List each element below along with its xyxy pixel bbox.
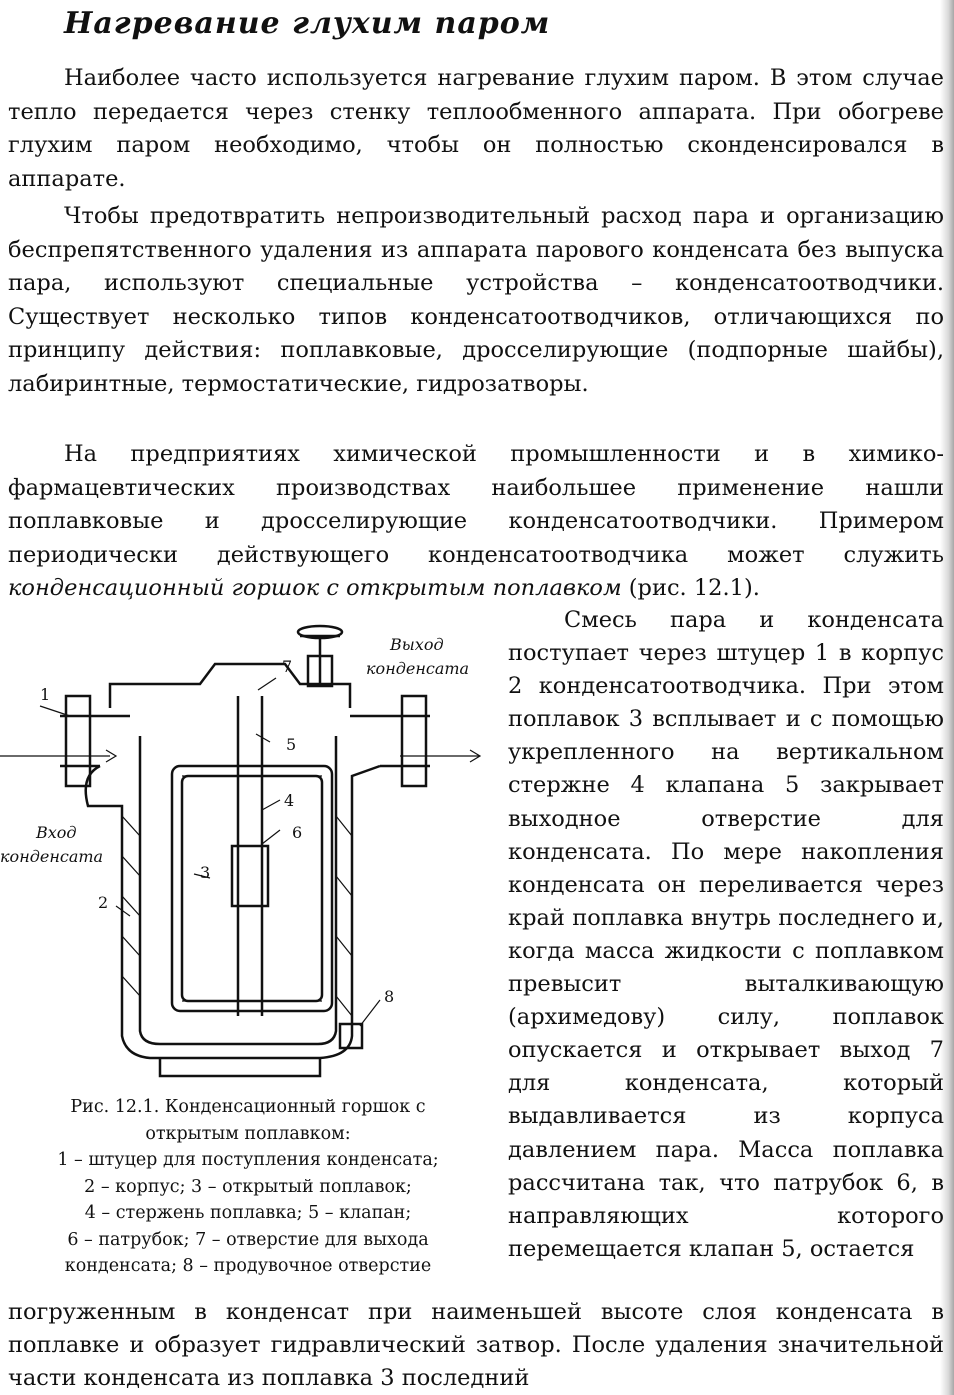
number-1: 1 bbox=[40, 685, 50, 704]
rod bbox=[236, 696, 264, 1016]
inlet-flange bbox=[64, 694, 92, 788]
inlet-pipe bbox=[60, 714, 130, 768]
float-edge bbox=[182, 775, 322, 1002]
guide-tube bbox=[230, 844, 270, 908]
number-7: 7 bbox=[282, 657, 292, 676]
leader-3 bbox=[193, 873, 211, 879]
number-4: 4 bbox=[284, 791, 294, 810]
outlet-flange bbox=[400, 694, 428, 788]
number-8: 8 bbox=[384, 987, 394, 1006]
valve-stem bbox=[300, 634, 340, 686]
wall-hatching bbox=[121, 815, 353, 1017]
paragraph-condensate-traps: Чтобы предотвратить непроизводительный р… bbox=[8, 203, 944, 397]
scan-edge-shadow bbox=[940, 0, 954, 1395]
caption-legend-line4: 2 – корпус; 3 – открытый поплавок; bbox=[84, 1176, 412, 1197]
leader-1 bbox=[39, 705, 71, 717]
paragraph-intro: Наиболее часто используется нагревание г… bbox=[8, 65, 944, 192]
leader-5 bbox=[255, 733, 271, 743]
condensate-trap-diagram: Выход конденсата Вход конденсата 1 2 3 4… bbox=[0, 624, 482, 1078]
italic-term: конденсационный горшок с открытым поплав… bbox=[8, 575, 622, 601]
caption-legend-line7: конденсата; 8 – продувочное отверстие bbox=[64, 1256, 432, 1276]
outlet-label-2: конденсата bbox=[366, 659, 469, 678]
figure-reference: (рис. 12.1). bbox=[621, 575, 760, 601]
inlet-arrow bbox=[0, 749, 118, 763]
caption-title-line2: открытым поплавком: bbox=[145, 1123, 351, 1144]
paragraph-industry-usage: На предприятиях химической промышленност… bbox=[8, 438, 944, 606]
body-inner bbox=[138, 736, 338, 1046]
figure-caption: Рис. 12.1. Конденсационный горшок с откр… bbox=[0, 1094, 496, 1280]
leader-6 bbox=[261, 829, 281, 845]
lid-outline bbox=[108, 662, 352, 708]
number-6: 6 bbox=[292, 823, 302, 842]
body-base bbox=[158, 1058, 322, 1078]
caption-title-line1: Рис. 12.1. Конденсационный горшок с bbox=[70, 1097, 426, 1117]
valve-body bbox=[306, 654, 334, 688]
valve-wheel bbox=[296, 624, 344, 640]
number-3: 3 bbox=[200, 863, 210, 882]
caption-legend-line6: 6 – патрубок; 7 – отверстие для выхода bbox=[67, 1229, 429, 1250]
inlet-label-2: конденсата bbox=[0, 847, 103, 866]
leader-7 bbox=[257, 677, 277, 691]
outlet-label-1: Выход bbox=[389, 635, 444, 654]
caption-legend-line3: 1 – штуцер для поступления конденсата; bbox=[57, 1150, 439, 1170]
paragraph-industry-text: На предприятиях химической промышленност… bbox=[8, 441, 944, 568]
leader-8 bbox=[359, 999, 381, 1027]
outlet-pipe bbox=[350, 714, 430, 768]
float-inner bbox=[180, 774, 324, 1003]
leader-4 bbox=[261, 799, 281, 811]
caption-legend-line5: 4 – стержень поплавка; 5 – клапан; bbox=[84, 1203, 412, 1223]
number-2: 2 bbox=[98, 893, 108, 912]
leader-2 bbox=[115, 905, 131, 917]
purge-plug bbox=[338, 1022, 364, 1050]
number-5: 5 bbox=[286, 735, 296, 754]
outlet-arrow bbox=[400, 749, 482, 763]
section-title: Нагревание глухим паром bbox=[64, 6, 551, 41]
paragraph-operation-column: Смесь пара и конденсата поступает через … bbox=[508, 607, 944, 1262]
float-outline bbox=[170, 764, 334, 1013]
paragraph-operation-continued: погруженным в конденсат при наименьшей в… bbox=[8, 1299, 944, 1391]
inlet-label-1: Вход bbox=[35, 823, 77, 842]
